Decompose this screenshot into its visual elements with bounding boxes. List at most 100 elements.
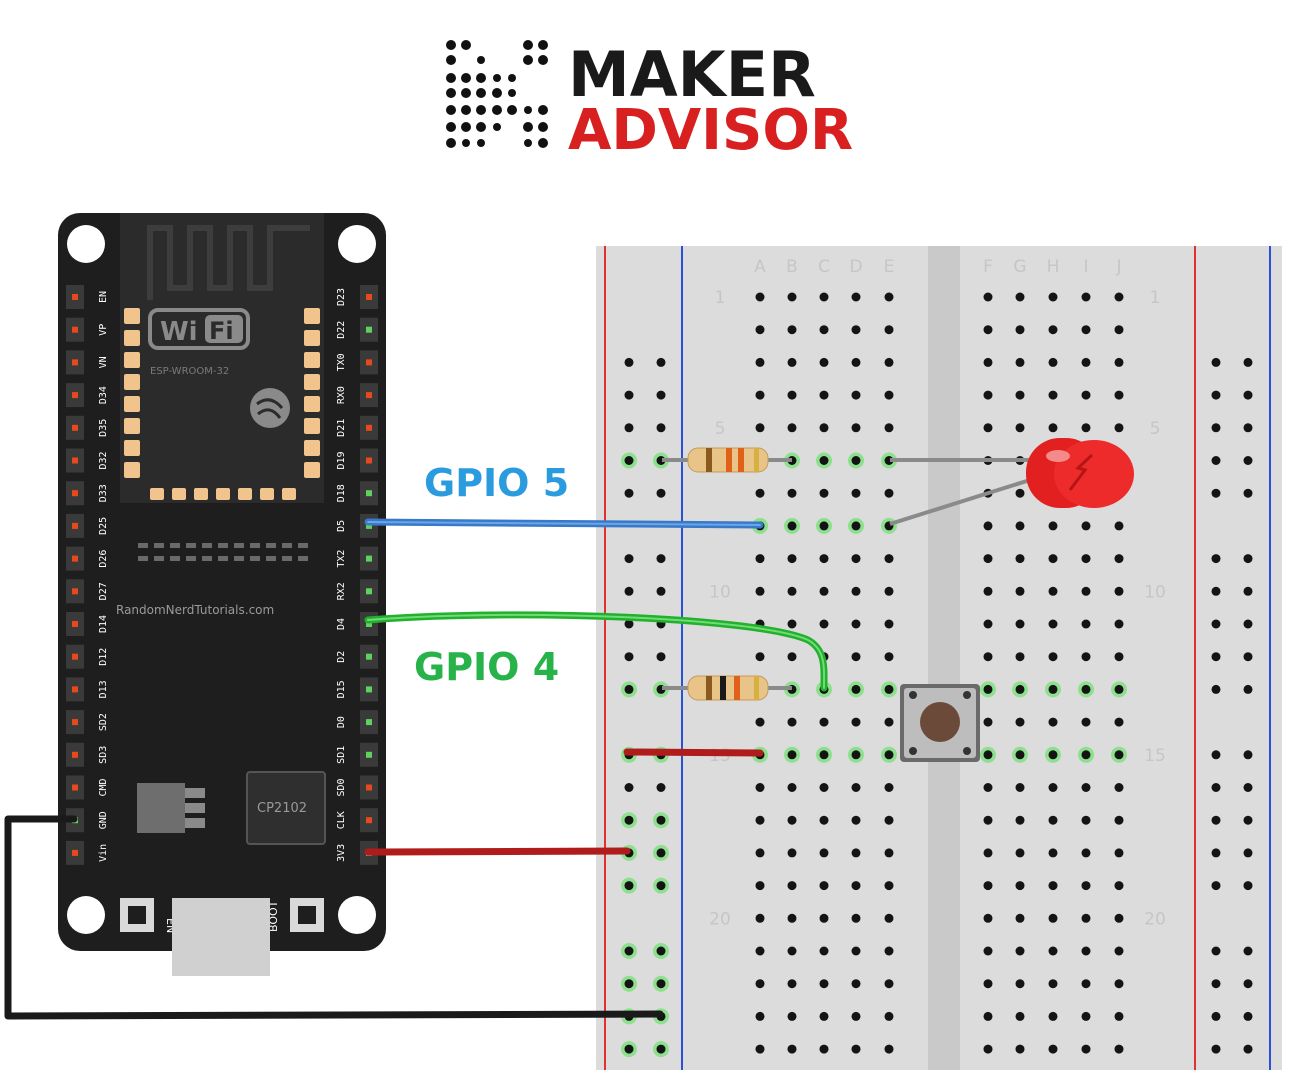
- breadboard-hole[interactable]: [624, 619, 634, 629]
- breadboard-hole[interactable]: [1243, 946, 1253, 956]
- breadboard-hole[interactable]: [819, 750, 829, 760]
- breadboard-hole[interactable]: [755, 881, 765, 891]
- breadboard-hole[interactable]: [787, 423, 797, 433]
- breadboard-hole[interactable]: [1114, 619, 1124, 629]
- breadboard-hole[interactable]: [1114, 423, 1124, 433]
- breadboard-hole[interactable]: [1081, 684, 1091, 694]
- breadboard-hole[interactable]: [755, 848, 765, 858]
- breadboard-hole[interactable]: [656, 357, 666, 367]
- breadboard-hole[interactable]: [1114, 652, 1124, 662]
- breadboard-hole[interactable]: [983, 684, 993, 694]
- breadboard-hole[interactable]: [656, 1044, 666, 1054]
- breadboard-hole[interactable]: [755, 390, 765, 400]
- breadboard-hole[interactable]: [624, 652, 634, 662]
- breadboard-hole[interactable]: [1015, 1044, 1025, 1054]
- breadboard-hole[interactable]: [851, 390, 861, 400]
- breadboard-hole[interactable]: [851, 423, 861, 433]
- breadboard-hole[interactable]: [755, 488, 765, 498]
- breadboard-hole[interactable]: [1114, 848, 1124, 858]
- breadboard-hole[interactable]: [1211, 684, 1221, 694]
- breadboard-hole[interactable]: [656, 848, 666, 858]
- breadboard-hole[interactable]: [1081, 946, 1091, 956]
- push-button[interactable]: [900, 684, 980, 762]
- breadboard-hole[interactable]: [1081, 848, 1091, 858]
- breadboard-hole[interactable]: [1048, 1044, 1058, 1054]
- breadboard-hole[interactable]: [983, 979, 993, 989]
- breadboard-hole[interactable]: [983, 619, 993, 629]
- breadboard-hole[interactable]: [1048, 390, 1058, 400]
- breadboard-hole[interactable]: [983, 652, 993, 662]
- breadboard-hole[interactable]: [819, 554, 829, 564]
- breadboard-hole[interactable]: [755, 815, 765, 825]
- breadboard-hole[interactable]: [983, 750, 993, 760]
- breadboard-hole[interactable]: [884, 1044, 894, 1054]
- breadboard-hole[interactable]: [624, 586, 634, 596]
- breadboard-hole[interactable]: [1015, 390, 1025, 400]
- breadboard-hole[interactable]: [884, 750, 894, 760]
- breadboard-hole[interactable]: [1081, 325, 1091, 335]
- breadboard-hole[interactable]: [1015, 717, 1025, 727]
- breadboard-hole[interactable]: [1048, 717, 1058, 727]
- breadboard-hole[interactable]: [1243, 815, 1253, 825]
- breadboard-hole[interactable]: [1211, 848, 1221, 858]
- breadboard-hole[interactable]: [787, 586, 797, 596]
- breadboard-hole[interactable]: [787, 325, 797, 335]
- breadboard-hole[interactable]: [1114, 586, 1124, 596]
- breadboard-hole[interactable]: [1048, 423, 1058, 433]
- breadboard-hole[interactable]: [819, 815, 829, 825]
- breadboard-hole[interactable]: [983, 521, 993, 531]
- breadboard-hole[interactable]: [624, 456, 634, 465]
- breadboard-hole[interactable]: [1081, 652, 1091, 662]
- breadboard-hole[interactable]: [819, 913, 829, 923]
- breadboard-hole[interactable]: [1015, 848, 1025, 858]
- breadboard-hole[interactable]: [819, 881, 829, 891]
- breadboard-hole[interactable]: [1114, 521, 1124, 531]
- breadboard-hole[interactable]: [787, 848, 797, 858]
- breadboard-hole[interactable]: [1048, 325, 1058, 335]
- breadboard-hole[interactable]: [884, 390, 894, 400]
- breadboard-hole[interactable]: [1081, 390, 1091, 400]
- breadboard-hole[interactable]: [819, 848, 829, 858]
- breadboard-hole[interactable]: [1081, 292, 1091, 302]
- breadboard-hole[interactable]: [1015, 586, 1025, 596]
- breadboard-hole[interactable]: [851, 652, 861, 662]
- breadboard-hole[interactable]: [1048, 815, 1058, 825]
- breadboard-hole[interactable]: [819, 423, 829, 433]
- breadboard-hole[interactable]: [1243, 390, 1253, 400]
- breadboard-hole[interactable]: [1015, 357, 1025, 367]
- breadboard-hole[interactable]: [819, 717, 829, 727]
- breadboard-hole[interactable]: [1243, 357, 1253, 367]
- breadboard-hole[interactable]: [884, 1011, 894, 1021]
- breadboard-hole[interactable]: [1114, 1011, 1124, 1021]
- breadboard-hole[interactable]: [1048, 554, 1058, 564]
- breadboard-hole[interactable]: [755, 423, 765, 433]
- breadboard-hole[interactable]: [851, 586, 861, 596]
- breadboard-hole[interactable]: [851, 848, 861, 858]
- breadboard-hole[interactable]: [1048, 357, 1058, 367]
- breadboard-hole[interactable]: [884, 619, 894, 629]
- breadboard-hole[interactable]: [1114, 946, 1124, 956]
- breadboard-hole[interactable]: [1114, 979, 1124, 989]
- breadboard-hole[interactable]: [1211, 488, 1221, 498]
- breadboard-hole[interactable]: [1048, 586, 1058, 596]
- breadboard-hole[interactable]: [755, 357, 765, 367]
- breadboard-hole[interactable]: [755, 1044, 765, 1054]
- breadboard-hole[interactable]: [884, 684, 894, 694]
- breadboard-hole[interactable]: [1114, 750, 1124, 760]
- breadboard-hole[interactable]: [884, 815, 894, 825]
- breadboard-hole[interactable]: [755, 783, 765, 792]
- breadboard-hole[interactable]: [624, 881, 634, 891]
- breadboard-hole[interactable]: [1243, 684, 1253, 694]
- breadboard-hole[interactable]: [983, 783, 993, 792]
- breadboard-hole[interactable]: [983, 357, 993, 367]
- breadboard-hole[interactable]: [983, 913, 993, 923]
- breadboard-hole[interactable]: [851, 619, 861, 629]
- breadboard-hole[interactable]: [755, 652, 765, 662]
- breadboard-hole[interactable]: [787, 1011, 797, 1021]
- breadboard-hole[interactable]: [1114, 390, 1124, 400]
- breadboard-hole[interactable]: [1081, 913, 1091, 923]
- breadboard-hole[interactable]: [1081, 357, 1091, 367]
- breadboard-hole[interactable]: [1243, 1044, 1253, 1054]
- breadboard-hole[interactable]: [851, 815, 861, 825]
- breadboard-hole[interactable]: [787, 554, 797, 564]
